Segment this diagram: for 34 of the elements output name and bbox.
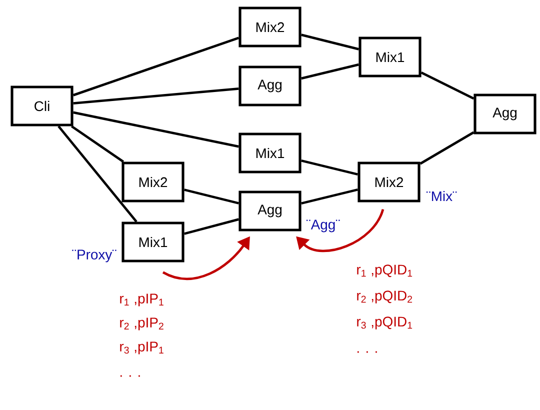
process-box: Agg: [238, 66, 302, 106]
connector-line: [301, 159, 358, 176]
process-box: Agg: [238, 190, 302, 232]
note-text: r$_{2}$ ,pIP$_{2}$: [120, 318, 164, 330]
role-label: ¨Proxy¨: [72, 250, 116, 262]
process-box: Mix2: [358, 162, 420, 202]
connector-line: [58, 126, 138, 222]
role-label: ¨Agg¨: [306, 220, 340, 232]
note-text: . . .: [357, 351, 377, 353]
role-label: ¨Mix¨: [426, 190, 457, 202]
connector-line: [420, 131, 474, 165]
process-box: Cli: [10, 86, 74, 126]
note-text: r$_{3}$ ,pQID$_{1}$: [357, 316, 412, 330]
process-box: Mix2: [122, 162, 184, 202]
connector-line: [301, 34, 359, 50]
note-text: . . .: [120, 375, 140, 377]
connector-line: [301, 63, 359, 80]
connector-line: [72, 36, 240, 96]
process-box: Mix1: [238, 132, 302, 174]
process-box: Mix2: [238, 6, 302, 48]
connector-line: [73, 88, 239, 104]
note-text: r$_{2}$ ,pQID$_{2}$: [357, 290, 412, 304]
note-text: r$_{1}$ ,pQID$_{1}$: [357, 264, 412, 278]
process-box: Agg: [474, 94, 536, 134]
process-box: Mix1: [122, 222, 184, 262]
note-text: r$_{1}$ ,pIP$_{1}$: [120, 294, 164, 306]
process-box: Mix1: [358, 36, 422, 78]
connector-line: [70, 125, 124, 163]
note-text: r$_{3}$ ,pIP$_{1}$: [120, 342, 164, 354]
connector-line: [420, 71, 474, 100]
connector-line: [184, 218, 240, 235]
connector-line: [301, 188, 358, 205]
connector-line: [73, 111, 239, 148]
connector-line: [184, 188, 239, 204]
